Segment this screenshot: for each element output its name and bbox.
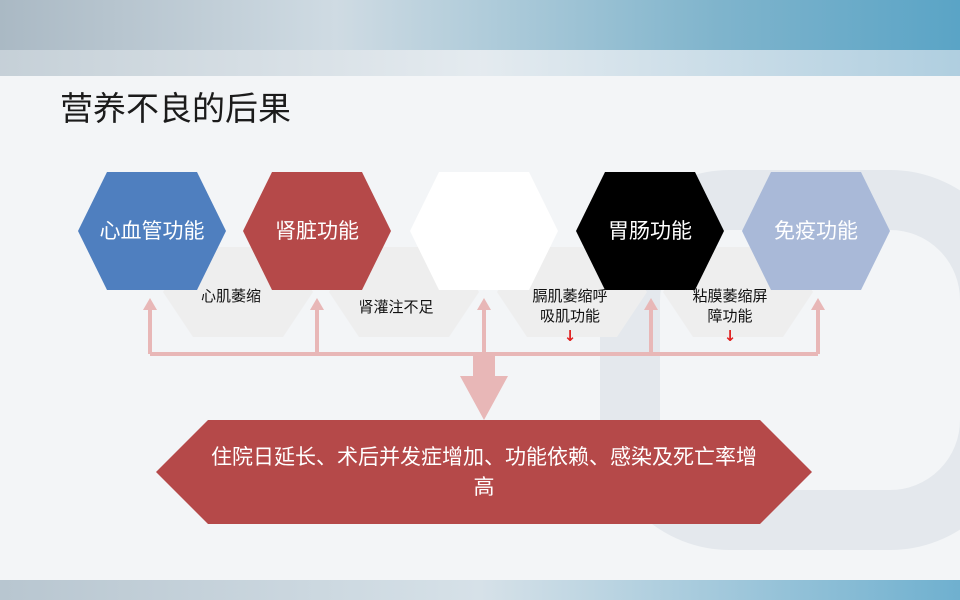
arrow-up-icon — [477, 298, 491, 310]
effect-renal-hypoperfusion: 肾灌注不足 — [358, 298, 434, 316]
hex-gastrointestinal — [576, 172, 724, 290]
effect-mucosal-text: 粘膜萎缩屏障功能 — [692, 287, 768, 325]
arrow-up-icon — [644, 298, 658, 310]
header-photo-band — [0, 0, 960, 50]
hex-label-immune: 免疫功能 — [774, 219, 858, 243]
hex-immune — [742, 172, 890, 290]
big-down-arrow-icon — [460, 356, 508, 420]
effect-mucosal-barrier: 粘膜萎缩屏障功能 ↓ — [688, 285, 772, 347]
hex-label-renal: 肾脏功能 — [275, 219, 359, 243]
page-title: 营养不良的后果 — [60, 89, 291, 128]
arrow-up-icon — [811, 298, 825, 310]
decrease-arrow-icon: ↓ — [723, 327, 737, 345]
hex-label-gastrointestinal: 胃肠功能 — [608, 219, 692, 243]
hex-renal — [243, 172, 391, 290]
effect-respiratory: 膈肌萎缩呼吸肌功能 ↓ — [528, 285, 612, 347]
result-text: 住院日延长、术后并发症增加、功能依赖、感染及死亡率增高 — [211, 445, 757, 499]
arrow-up-icon — [310, 298, 324, 310]
effect-cardiac-atrophy: 心肌萎缩 — [200, 287, 261, 305]
hex-label-cardiovascular: 心血管功能 — [99, 219, 205, 243]
hex-label-blank — [424, 203, 544, 259]
arrow-up-icon — [143, 298, 157, 310]
hex-cardiovascular — [78, 172, 226, 290]
footer-band — [0, 580, 960, 600]
effect-respiratory-text: 膈肌萎缩呼吸肌功能 — [532, 287, 608, 325]
result-banner — [156, 420, 812, 524]
connector-lines — [148, 308, 820, 356]
header-reflection-band — [0, 50, 960, 76]
hex-blank — [410, 172, 558, 290]
decrease-arrow-icon: ↓ — [563, 327, 577, 345]
